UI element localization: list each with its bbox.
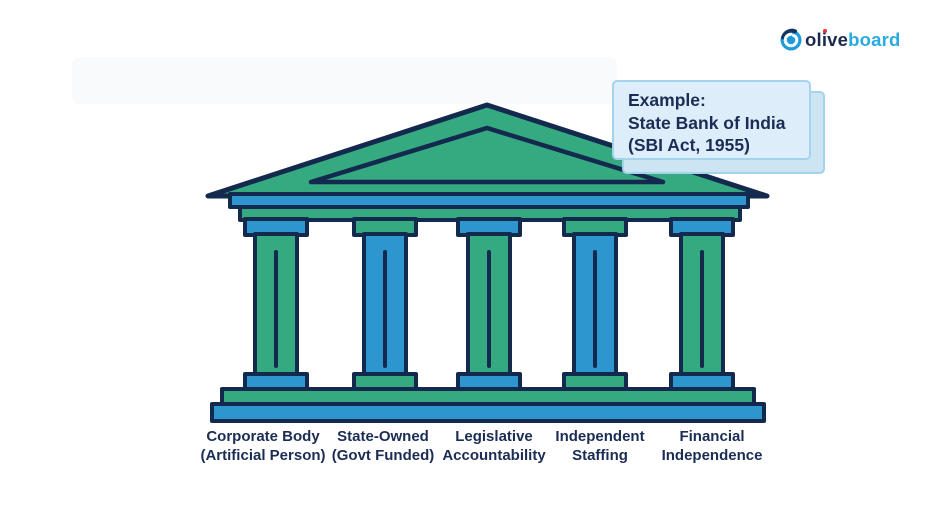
pillar-label-legislative-accountability: Legislative Accountability: [442, 428, 546, 464]
faded-title-placeholder: [72, 57, 617, 104]
pillar-column-1: [243, 217, 309, 392]
logo-i-dot: [823, 29, 827, 33]
pillar-label-independent-staffing: Independent Staffing: [555, 428, 645, 464]
pillar-column-2: [352, 217, 418, 392]
pillar-label-state-owned: State-Owned (Govt Funded): [331, 428, 435, 464]
stylobate-green-step: [220, 387, 756, 406]
callout-line: Example:: [628, 90, 706, 110]
pillar-column-5: [669, 217, 735, 392]
pillar-column-3: [456, 217, 522, 392]
callout-line: (SBI Act, 1955): [628, 135, 750, 155]
callout-line: State Bank of India: [628, 112, 786, 133]
pillar-label-corporate-body: Corporate Body (Artificial Person): [200, 428, 326, 464]
stylobate-blue-step: [210, 402, 766, 423]
pillar-column-4: [562, 217, 628, 392]
logo-text-board: board: [848, 29, 901, 50]
pillar-label-financial-independence: Financial Independence: [661, 428, 763, 464]
oliveboard-logo-icon: [780, 28, 802, 51]
example-callout: Example: State Bank of India (SBI Act, 1…: [612, 80, 811, 160]
logo-text-olive: olive: [805, 29, 849, 50]
